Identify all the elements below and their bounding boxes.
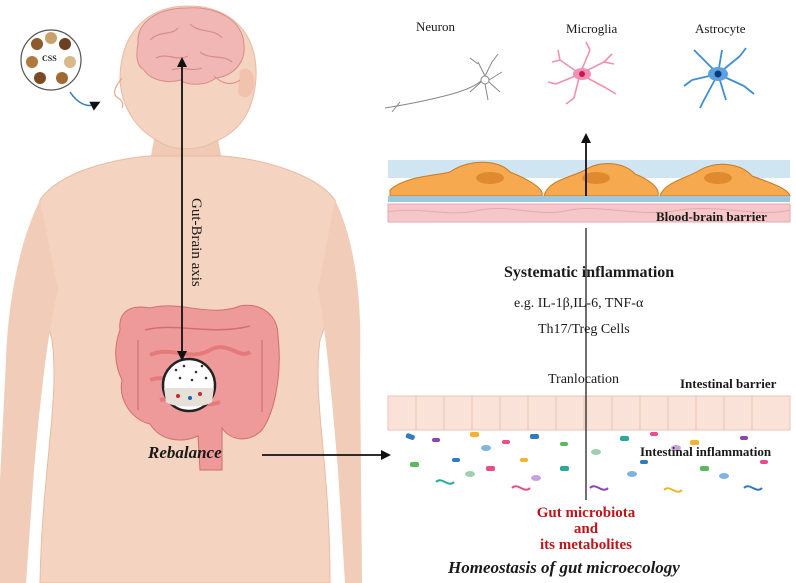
gut-microbes (405, 432, 768, 493)
blood-brain-barrier (387, 160, 791, 223)
cytokines-text: e.g. IL-1β,IL-6, TNF-α (514, 296, 644, 311)
microglia-cell (547, 41, 617, 105)
css-intake-arrow (69, 91, 101, 111)
gut-microbiota-label: Gut microbiota (536, 505, 636, 521)
homeostasis-caption: Homeostasis of gut microecology (448, 558, 680, 577)
astrocyte-label: Astrocyte (695, 21, 746, 36)
blood-brain-barrier-label: Blood-brain barrier (656, 209, 767, 224)
rebalance-label: Rebalance (148, 443, 222, 462)
microglia-label: Microglia (566, 21, 618, 36)
gut-brain-axis-label: Gut-Brain axis (188, 198, 204, 287)
translocation-label: Tranlocation (548, 372, 620, 387)
intestinal-inflammation-label: Intestinal inflammation (640, 444, 772, 459)
neuron-label: Neuron (416, 19, 455, 34)
metabolites-label: its metabolites (539, 537, 633, 553)
gut-magnifier (161, 357, 217, 413)
intestinal-barrier (387, 395, 791, 431)
css-herb-plate (20, 29, 82, 91)
brain (136, 7, 245, 85)
intestinal-barrier-label: Intestinal barrier (680, 376, 777, 391)
systematic-inflammation-title: Systematic inflammation (504, 264, 675, 281)
gut-microbiota-and-label: and (573, 521, 599, 537)
th17-treg-text: Th17/Treg Cells (538, 322, 630, 337)
human-body (0, 5, 362, 583)
css-label: CSS (42, 54, 57, 63)
astrocyte-cell (683, 47, 755, 109)
neuron-cell (384, 53, 503, 113)
